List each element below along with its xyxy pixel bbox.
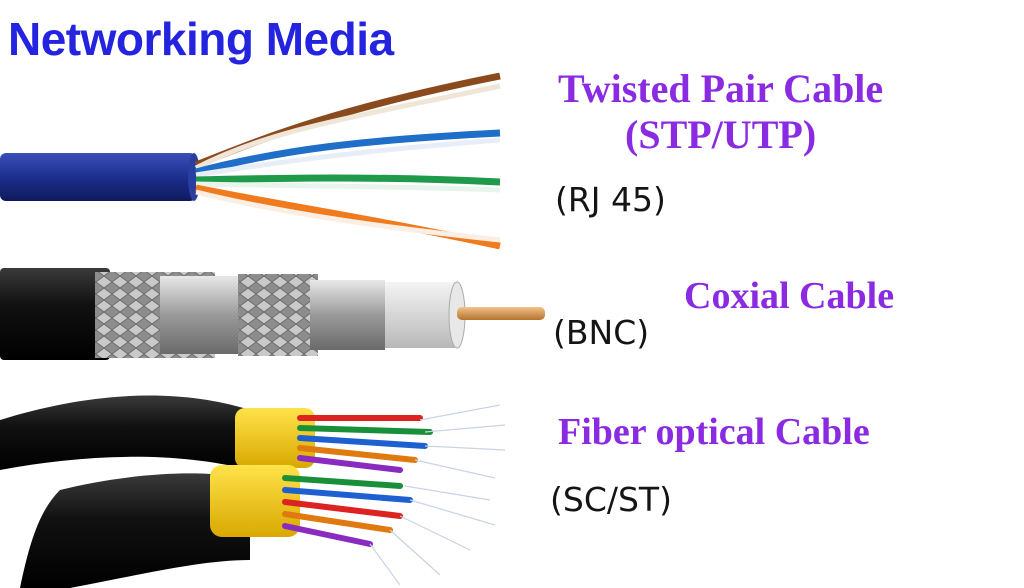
twisted-pair-label-line2: (STP/UTP) [625, 112, 817, 157]
twisted-pair-label: Twisted Pair Cable (STP/UTP) [558, 66, 883, 158]
sc-st-connector-label: (SC/ST) [550, 480, 672, 519]
fiber-optic-label: Fiber optical Cable [558, 411, 870, 453]
twisted-pair-cable [0, 72, 501, 250]
fiber-optic-cable [0, 395, 506, 588]
coaxial-label: Coxial Cable [684, 275, 895, 317]
rj45-connector-label: (RJ 45) [555, 180, 666, 219]
twisted-pair-label-line1: Twisted Pair Cable [558, 66, 884, 111]
page-title: Networking Media [8, 13, 394, 65]
bnc-connector-label: (BNC) [553, 313, 650, 352]
coaxial-cable [0, 268, 545, 360]
